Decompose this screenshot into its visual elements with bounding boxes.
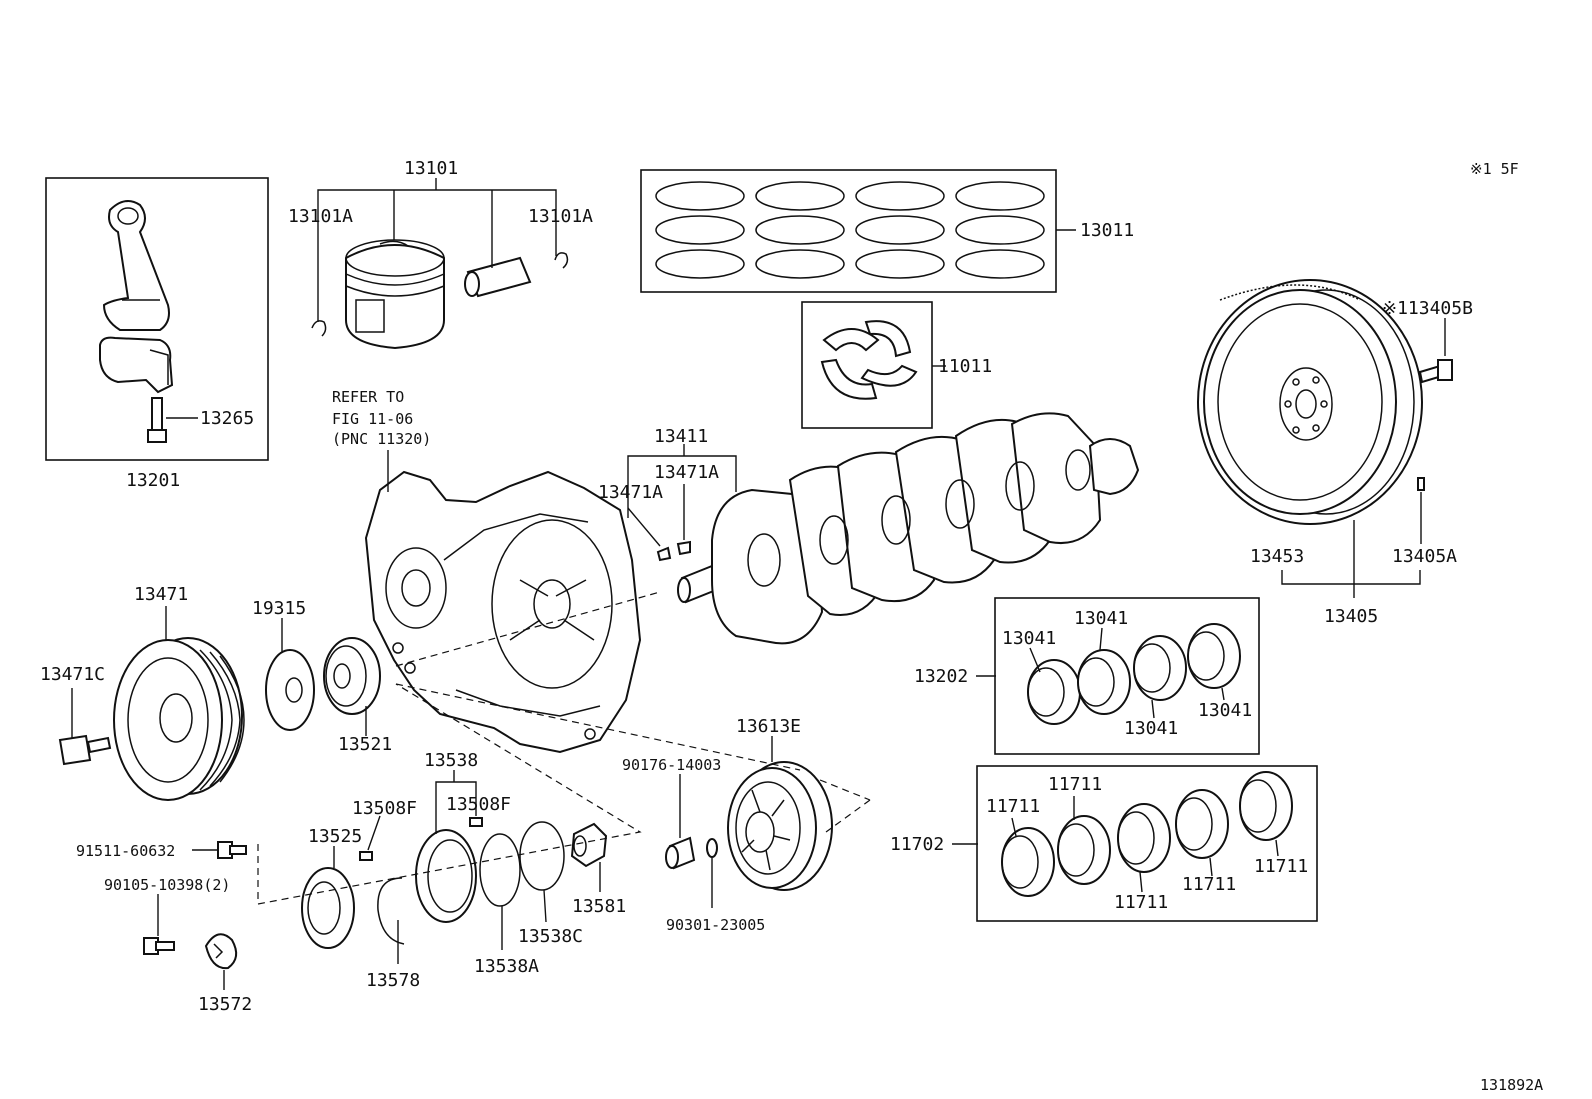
label-13405B: ※113405B — [1382, 298, 1473, 319]
flywheel-pin — [1417, 477, 1425, 491]
collar — [665, 836, 696, 870]
balance-gear — [301, 867, 355, 949]
washer — [706, 838, 718, 858]
conrod-bearings — [1027, 623, 1241, 725]
note-label: ※1 5F — [1470, 160, 1519, 178]
idler-gear — [415, 829, 477, 923]
piston — [345, 239, 445, 350]
label-13538: 13538 — [424, 750, 478, 771]
label-90105: 90105-10398(2) — [104, 876, 230, 894]
piston-pin — [464, 256, 532, 298]
refer-line3: (PNC 11320) — [332, 430, 431, 448]
label-11702: 11702 — [890, 834, 944, 855]
label-13572: 13572 — [198, 994, 252, 1015]
refer-line1: REFER TO — [332, 388, 404, 406]
label-13405A: 13405A — [1392, 546, 1457, 567]
label-13101: 13101 — [404, 158, 458, 179]
crank-pulley — [113, 637, 245, 801]
label-13471A-left: 13471A — [598, 482, 663, 503]
label-13581: 13581 — [572, 896, 626, 917]
snap-ring-left — [311, 320, 327, 337]
timing-gear — [323, 637, 381, 715]
label-13508F-right: 13508F — [446, 794, 511, 815]
snap-ring — [377, 877, 405, 945]
label-11711-d: 11711 — [1182, 874, 1236, 895]
label-13201: 13201 — [126, 470, 180, 491]
label-13265: 13265 — [200, 408, 254, 429]
oil-plug — [570, 822, 608, 868]
figure-code: 131892A — [1480, 1076, 1543, 1094]
label-13041-a: 13041 — [1002, 628, 1056, 649]
pin-13508F-left — [359, 851, 373, 861]
label-13101A-right: 13101A — [528, 206, 593, 227]
refer-line2: FIG 11-06 — [332, 410, 413, 428]
label-13041-c: 13041 — [1124, 718, 1178, 739]
thrust-washers — [820, 320, 918, 400]
label-13471: 13471 — [134, 584, 188, 605]
label-11711-c: 11711 — [1114, 892, 1168, 913]
woodruff-key-right — [676, 540, 691, 556]
crankshaft — [677, 412, 1140, 645]
pin-13508F-right — [469, 817, 483, 827]
label-13538A: 13538A — [474, 956, 539, 977]
woodruff-key-left — [656, 546, 672, 562]
snap-ring-right — [554, 252, 569, 269]
conrod-bolt — [147, 397, 167, 443]
conrod-group-box — [45, 177, 269, 461]
flywheel — [1197, 279, 1423, 525]
label-13405: 13405 — [1324, 606, 1378, 627]
label-13538C: 13538C — [518, 926, 583, 947]
main-bearings — [1001, 771, 1293, 897]
label-13471C: 13471C — [40, 664, 105, 685]
label-13101A-left: 13101A — [288, 206, 353, 227]
label-19315: 19315 — [252, 598, 306, 619]
connecting-rod — [99, 200, 174, 394]
label-13521: 13521 — [338, 734, 392, 755]
label-13011: 13011 — [1080, 220, 1134, 241]
label-13613E: 13613E — [736, 716, 801, 737]
label-90301: 90301-23005 — [666, 916, 765, 934]
pulley-bolt — [58, 734, 112, 766]
label-13453: 13453 — [1250, 546, 1304, 567]
label-91511: 91511-60632 — [76, 842, 175, 860]
retaining-plate — [204, 933, 238, 970]
crank-sprocket — [265, 649, 315, 731]
label-13202: 13202 — [914, 666, 968, 687]
piston-ring-set — [655, 181, 1045, 279]
thrust-washer-box — [801, 301, 933, 429]
label-11711-b: 11711 — [1048, 774, 1102, 795]
bolt-91511 — [217, 841, 247, 859]
label-11711-e: 11711 — [1254, 856, 1308, 877]
crank-timing-gear — [727, 761, 833, 891]
timing-cover — [364, 470, 642, 754]
flywheel-bolt — [1418, 359, 1453, 384]
label-11711-a: 11711 — [986, 796, 1040, 817]
ring-set-box — [640, 169, 1057, 293]
label-13041-b: 13041 — [1074, 608, 1128, 629]
label-90176: 90176-14003 — [622, 756, 721, 774]
label-13471A-top: 13471A — [654, 462, 719, 483]
bolt-90105 — [143, 937, 175, 955]
label-13411: 13411 — [654, 426, 708, 447]
tensioner-gasket — [479, 833, 521, 907]
label-11011: 11011 — [938, 356, 992, 377]
label-13508F-left: 13508F — [352, 798, 417, 819]
label-13525: 13525 — [308, 826, 362, 847]
label-13041-d: 13041 — [1198, 700, 1252, 721]
label-13578: 13578 — [366, 970, 420, 991]
tensioner-ring — [519, 821, 565, 891]
